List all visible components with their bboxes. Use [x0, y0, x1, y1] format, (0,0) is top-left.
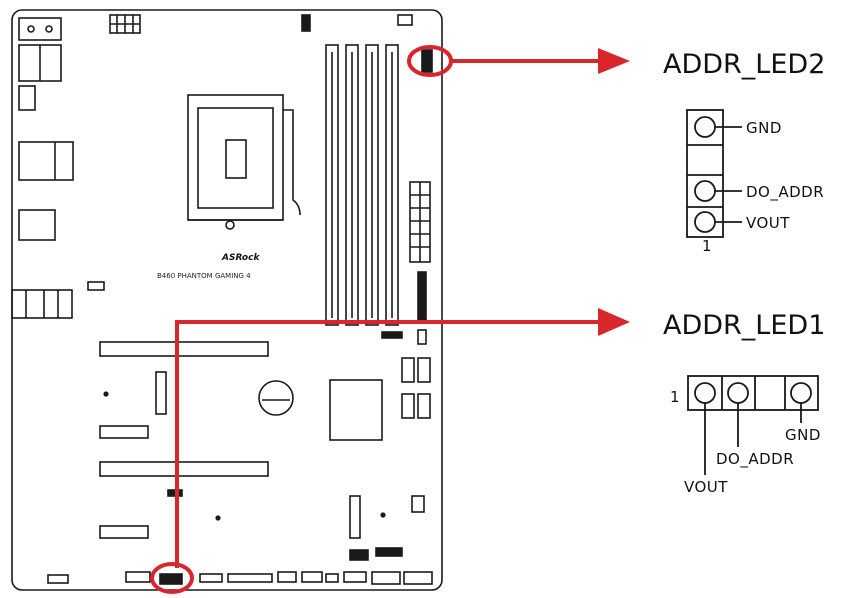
board-brand: ASRock	[221, 253, 260, 263]
fan-header-top	[397, 14, 413, 26]
addr-led2-pin-gnd: GND	[746, 119, 782, 137]
callout-led1	[150, 308, 630, 594]
addr-led1-pin-vout: VOUT	[684, 478, 728, 496]
small-header-right	[417, 329, 427, 345]
addr-led1-header-diagram	[687, 375, 819, 475]
addr-led2-pin-do-addr: DO_ADDR	[746, 183, 824, 202]
addr-led1-pin-gnd: GND	[785, 426, 821, 444]
motherboard	[11, 9, 443, 591]
cpu-power-connector	[109, 14, 141, 34]
board-addr-led1-header	[159, 573, 183, 585]
addr-led2-pin-vout: VOUT	[746, 214, 790, 232]
chipset	[329, 379, 383, 441]
board-model: B460 PHANTOM GAMING 4	[157, 272, 251, 280]
rear-io-ports	[11, 17, 74, 319]
m2-slot-1	[155, 371, 167, 415]
pcie-slot-2	[99, 461, 269, 477]
atx-24pin-connector	[409, 181, 431, 263]
addr-led1-title: ADDR_LED1	[663, 310, 825, 341]
callout-led2	[407, 45, 630, 77]
addr-led2-pin-one: 1	[702, 237, 712, 255]
board-addr-led2-header	[421, 49, 433, 73]
m2-slot-2	[349, 495, 361, 539]
addr-led1-pin-one: 1	[670, 388, 680, 406]
arrow-head-led1-icon	[598, 308, 630, 336]
sata-ports	[401, 357, 431, 419]
small-header-top	[301, 14, 311, 32]
arrow-head-led2-icon	[598, 48, 630, 74]
dimm-slots	[325, 44, 399, 326]
fan-header-mid	[381, 331, 403, 339]
usb-header-right	[417, 271, 427, 323]
bottom-headers	[47, 281, 433, 585]
addr-led2-title: ADDR_LED2	[663, 49, 825, 80]
pcie-x1-slot-2	[99, 525, 149, 539]
addr-led1-pin-do-addr: DO_ADDR	[716, 450, 794, 469]
pcie-x1-slot-1	[99, 425, 149, 439]
addr-led2-header-diagram	[686, 109, 742, 238]
cmos-battery	[258, 380, 294, 416]
cpu-socket	[187, 94, 301, 230]
small-header-lower	[411, 495, 425, 513]
pcie-slot-1	[99, 341, 269, 357]
